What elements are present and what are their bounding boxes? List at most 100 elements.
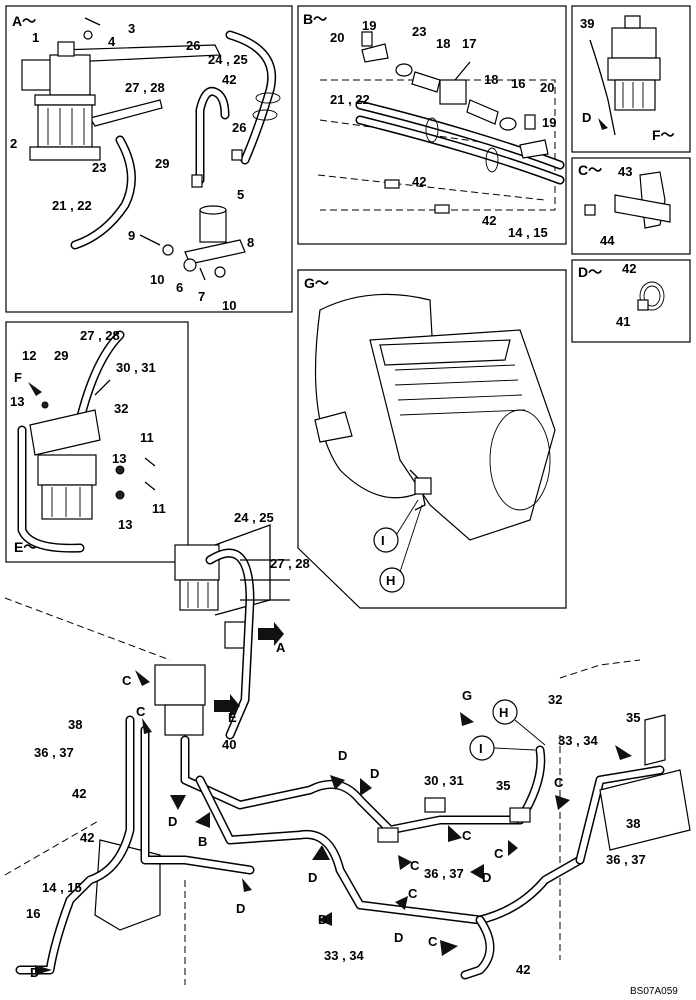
diagram-stroke xyxy=(318,912,332,926)
callout-label: 42 xyxy=(222,72,236,87)
washer-10b xyxy=(214,266,226,278)
callout-label: 32 xyxy=(114,401,128,416)
diagram-stroke xyxy=(454,61,471,81)
diagram-stroke xyxy=(377,827,399,843)
diagram-stroke xyxy=(485,147,499,173)
callout-label: 29 xyxy=(155,156,169,171)
water-separator xyxy=(154,664,206,706)
panel-d: D～ 42 41 xyxy=(571,259,691,343)
diagram-stroke xyxy=(395,896,408,910)
filter-cap xyxy=(57,41,75,57)
fitting-18b xyxy=(466,99,499,125)
callout-label: 11 xyxy=(140,430,154,445)
clamp-42b xyxy=(425,117,439,143)
arrow-d2 xyxy=(170,795,186,810)
callout-label: 42 xyxy=(80,830,94,845)
callout-label: 44 xyxy=(600,233,615,248)
callout-label: C xyxy=(462,828,472,843)
callout-label: 42 xyxy=(72,786,86,801)
diagram-stroke xyxy=(360,778,372,796)
drain-hose-39 xyxy=(589,39,616,136)
callout-label: 3 xyxy=(128,21,135,36)
callout-label: 19 xyxy=(542,115,556,130)
callout-label: 8 xyxy=(247,235,254,250)
callout-label: 13 xyxy=(118,517,132,532)
callout-label: 9 xyxy=(128,228,135,243)
callout-label: 30 , 31 xyxy=(116,360,156,375)
callout-label: 33 , 34 xyxy=(324,948,365,963)
callout-label: I xyxy=(381,533,385,548)
callout-label: 20 xyxy=(330,30,344,45)
callout-label: 32 xyxy=(548,692,562,707)
diagram-stroke xyxy=(624,15,641,29)
diagram-stroke xyxy=(394,364,516,371)
ref-circle-h-main xyxy=(492,699,518,725)
clamp-42d xyxy=(639,281,665,311)
callout-label: 30 , 31 xyxy=(424,773,464,788)
diagram-stroke xyxy=(252,109,278,121)
diagram-stroke xyxy=(197,777,583,923)
diagram-stroke xyxy=(607,57,661,81)
engine-pulley xyxy=(489,409,551,511)
arrow-d-f xyxy=(598,118,608,130)
main-filter-bowl xyxy=(179,579,219,611)
callout-label: 10 xyxy=(222,298,236,313)
diagram-stroke xyxy=(242,878,252,892)
filter-head-left xyxy=(21,59,53,91)
panel-d-title: D～ xyxy=(578,264,602,280)
callout-label: 12 xyxy=(22,348,36,363)
panel-e: E～ 27 , 28 12 29 30 , 31 F 13 32 11 13 1… xyxy=(5,321,189,563)
valve-body xyxy=(199,209,227,243)
callout-label: 4 xyxy=(108,34,116,49)
arrow-c1 xyxy=(135,670,150,686)
ref-circle-h-g xyxy=(379,567,405,593)
diagram-stroke xyxy=(115,490,125,500)
diagram-stroke xyxy=(398,855,412,870)
diagram-stroke xyxy=(379,339,511,366)
clamp-main-1 xyxy=(424,797,446,813)
callout-label: C xyxy=(494,846,504,861)
callout-label: 27 , 28 xyxy=(80,328,120,343)
diagram-stroke xyxy=(399,409,526,416)
clip-26 xyxy=(231,149,243,161)
diagram-stroke xyxy=(384,179,400,189)
clamp-42 xyxy=(255,92,281,104)
diagram-stroke xyxy=(37,454,97,486)
callout-label: 26 xyxy=(186,38,200,53)
callout-label: C xyxy=(122,673,132,688)
diagram-stroke xyxy=(195,812,210,828)
diagram-stroke xyxy=(199,267,206,281)
clip-29 xyxy=(191,174,203,188)
callout-label: 26 xyxy=(232,120,246,135)
diagram-stroke xyxy=(144,481,156,491)
diagram-stroke xyxy=(94,379,111,396)
washer-6 xyxy=(183,258,197,272)
diagram-stroke xyxy=(41,401,49,409)
callout-label: 16 xyxy=(26,906,40,921)
engine-block xyxy=(369,329,556,541)
frame-outline xyxy=(320,79,556,211)
diagram-stroke xyxy=(317,174,546,201)
diagram-stroke xyxy=(312,845,330,860)
callout-label: 14 , 15 xyxy=(508,225,548,240)
diagram-stroke xyxy=(460,712,474,726)
callout-label: D xyxy=(370,766,379,781)
diagram-stroke xyxy=(164,704,204,736)
callout-label: 11 xyxy=(152,501,166,516)
callout-label: D xyxy=(30,965,39,980)
clamp-19b xyxy=(519,139,549,159)
band-41 xyxy=(637,299,649,311)
callout-label: C xyxy=(428,934,438,949)
callout-label: C xyxy=(136,704,146,719)
diagram-stroke xyxy=(462,917,493,978)
callout-label: 42 xyxy=(622,261,636,276)
panel-a: A～ 3 4 1 xyxy=(5,5,293,313)
diagram-stroke xyxy=(35,965,52,975)
arrow-a xyxy=(258,622,284,646)
cooler-bracket xyxy=(644,714,666,766)
panel-f-title: F～ xyxy=(652,127,675,143)
fuel-tank-corner xyxy=(94,839,161,931)
diagram-stroke xyxy=(197,88,228,183)
callout-label: 42 xyxy=(482,213,496,228)
